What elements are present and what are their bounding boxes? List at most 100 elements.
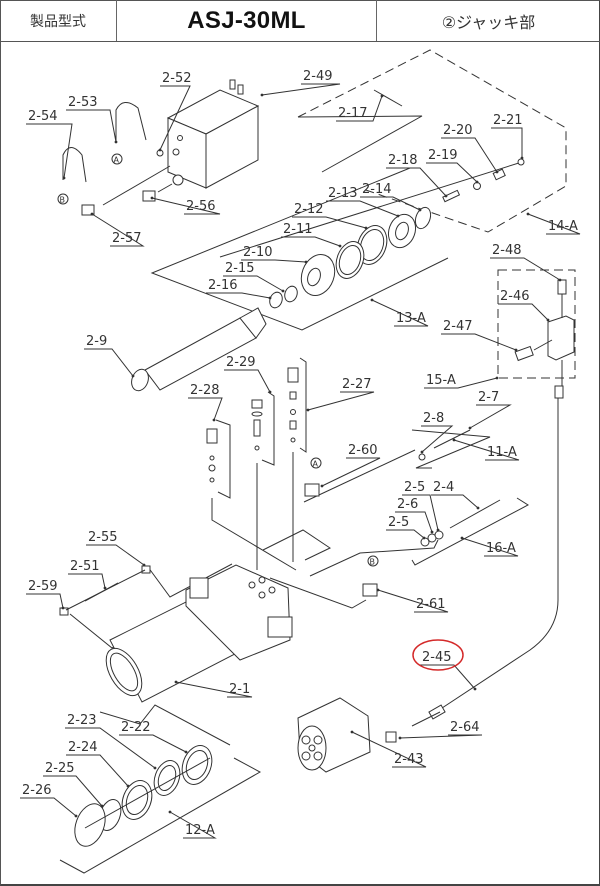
part-label-2-54: 2-54 [28,109,58,124]
assembly-11a-boundary [411,429,491,469]
leader-arrow-2-59 [61,606,65,610]
leader-line-2-17 [336,95,383,122]
part-label-2-17: 2-17 [338,106,368,121]
bracket-2-27 [299,357,307,453]
leader-arrow-2-10 [304,260,308,264]
part-piston-2-10-inner [307,267,321,287]
leader-arrow-2-5 [436,528,440,532]
assembly-14a-boundary [297,49,567,233]
part-hose-2-45 [435,390,559,713]
part-label-2-9: 2-9 [86,334,107,349]
leader-line-2-6 [395,511,433,533]
leader-line-2-19 [426,162,478,183]
leader-arrow-2-8 [420,450,424,454]
part-jack-body-2-1 [105,564,293,703]
part-label-2-24: 2-24 [68,740,98,755]
part-label-2-12: 2-12 [294,202,324,217]
part-2-55 [141,565,151,574]
part-fitting-2-47 [514,345,534,362]
leader-arrow-2-28 [212,418,216,422]
leader-line-2-16 [206,292,271,299]
part-label-2-22: 2-22 [121,720,151,735]
leader-line-2-52 [159,85,191,151]
leader-arrow-2-43 [350,730,354,734]
leader-line-2-15 [223,275,284,292]
model-label: 製品型式 [0,0,117,41]
leader-arrow-2-46 [546,318,550,322]
leader-line-2-20 [441,137,498,173]
leader-line-2-18 [386,167,447,197]
leader-arrow-12-A [168,810,172,814]
part-label-2-56: 2-56 [186,199,216,214]
part-pump-2-43 [297,697,371,773]
part-label-2-48: 2-48 [492,243,522,258]
leader-line-2-10 [241,259,307,263]
leader-line-2-29 [224,369,271,393]
leader-line-2-27 [307,391,375,411]
leader-line-2-64 [399,734,483,739]
part-ring-2-15 [284,285,298,303]
leader-arrow-2-14 [418,208,422,212]
leader-arrow-2-26 [74,814,78,818]
connector-a-marker [111,153,123,165]
part-elbow-2-60 [304,483,320,497]
part-label-2-7: 2-7 [478,390,499,405]
part-pin-2-17 [373,89,403,107]
part-elbow-2-57 [81,204,95,216]
part-label-2-45: 2-45 [422,650,452,665]
assembly-12a-boundary [59,757,262,874]
leader-arrow-2-15 [281,289,285,293]
leader-arrow-2-53 [114,140,118,144]
part-label-2-4: 2-4 [433,480,454,495]
connector-b-marker-2 [367,555,379,567]
part-label-2-8: 2-8 [423,411,444,426]
leader-line-2-12 [292,216,367,229]
part-label-2-15: 2-15 [225,261,255,276]
leader-arrow-13-A [370,298,374,302]
part-label-2-46: 2-46 [500,289,530,304]
connector-a-marker-2 [310,457,322,469]
leader-arrow-2-20 [495,170,499,174]
assembly-12a-top [99,704,231,746]
part-ring-2-11-inner [338,244,362,276]
part-ring-2-13-inner [395,221,409,241]
model-number: ASJ-30ML [117,0,377,41]
part-ring-2-5b [434,530,444,540]
exploded-parts-diagram: A B A B [20,49,581,874]
assembly-13a-boundary [150,167,449,331]
hose-fitting-top [554,385,564,399]
part-plug-2-21 [517,158,525,166]
part-ram-2-9 [131,307,267,392]
leader-line-2-51 [68,573,106,589]
leader-line-2-61 [377,589,449,613]
part-label-2-10: 2-10 [243,245,273,260]
leader-line-2-24 [66,754,129,787]
leader-arrow-2-29 [268,390,272,394]
leader-line-12-A [169,811,217,839]
part-ring-2-14 [414,206,432,230]
leader-line-2-25 [43,775,103,807]
leader-arrow-15-A [495,376,499,380]
part-label-2-21: 2-21 [493,113,523,128]
part-elbow-2-56 [142,190,156,202]
leader-line-2-9 [84,348,134,377]
leader-arrow-2-17 [380,94,384,98]
leader-arrow-2-7 [468,426,472,430]
leader-arrow-2-18 [444,194,448,198]
part-valve-stack-2-28 [206,428,218,483]
leader-arrow-2-24 [126,784,130,788]
leader-line-2-59 [26,593,64,609]
leader-line-2-5b [386,529,425,539]
part-ring-2-12-inner [359,229,385,261]
leader-line-2-28 [188,397,223,421]
leader-arrow-2-27 [306,408,310,412]
leader-line-2-1 [175,681,253,698]
part-label-2-59: 2-59 [28,579,58,594]
leader-line-2-47 [441,333,517,351]
part-valve-stack-2-27 [287,367,299,443]
part-label-2-11: 2-11 [283,222,313,237]
part-ring-2-16 [269,291,283,309]
part-u-hose-2-53 [115,102,147,143]
part-valve-stack-2-29 [251,399,263,451]
part-elbow-2-61 [362,583,378,597]
